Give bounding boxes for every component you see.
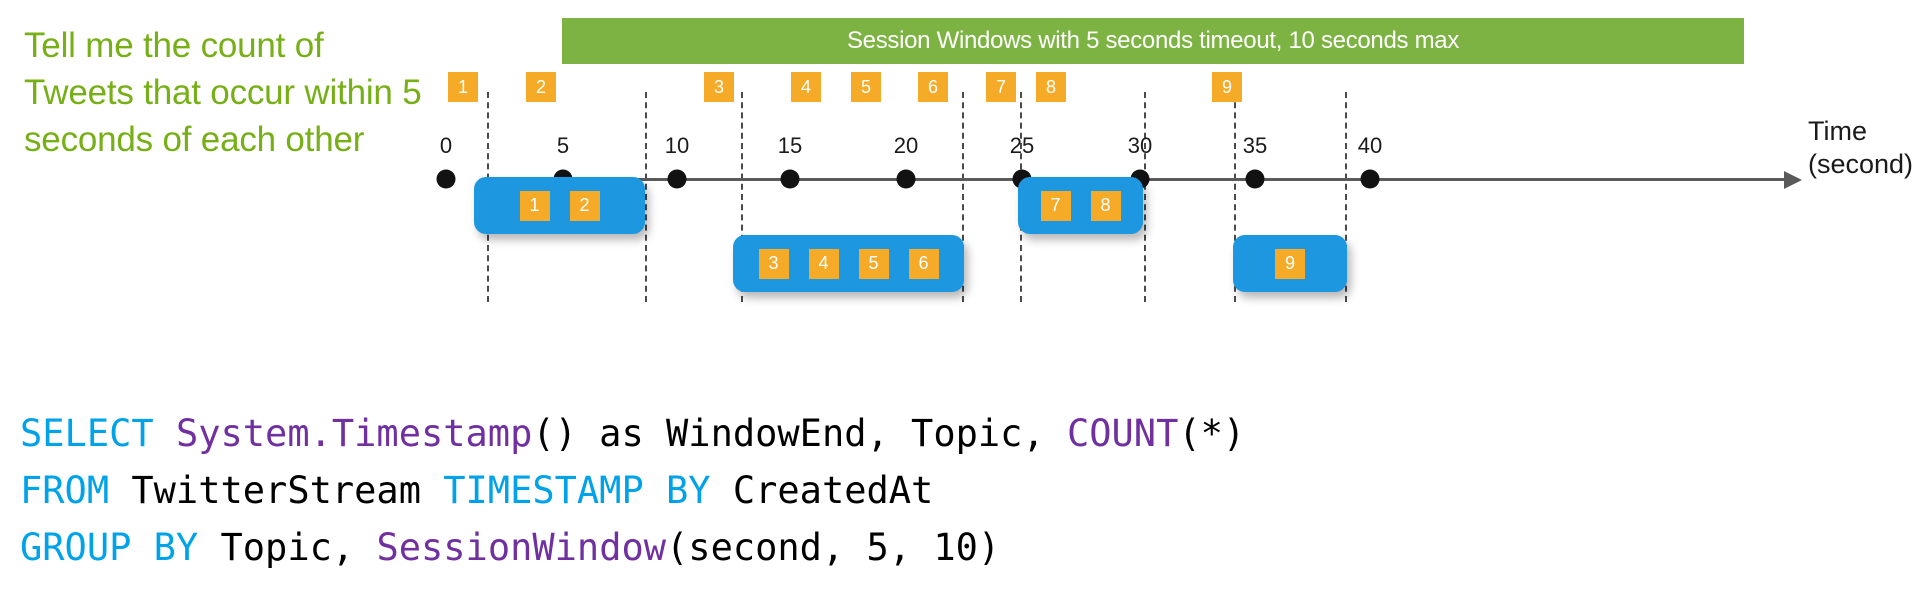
axis-event-dot	[780, 169, 800, 189]
sql-token: (second, 5, 10)	[666, 526, 1001, 569]
sql-line-3: GROUP BY Topic, SessionWindow(second, 5,…	[20, 519, 1245, 576]
sql-query-block: SELECT System.Timestamp() as WindowEnd, …	[20, 405, 1245, 576]
sql-token: TIMESTAMP BY	[443, 469, 711, 512]
sql-token: (*)	[1178, 412, 1246, 455]
time-axis-line	[546, 178, 1786, 181]
axis-tick-label: 0	[439, 133, 453, 158]
window-boundary-line	[1144, 92, 1146, 302]
event-badge-5: 5	[851, 72, 881, 102]
time-axis-label: Time (second)	[1808, 115, 1912, 181]
sql-token	[154, 412, 176, 455]
axis-event-dot	[896, 169, 916, 189]
session-event-chip-2: 2	[569, 190, 600, 221]
event-badge-2: 2	[526, 72, 556, 102]
event-badge-6: 6	[918, 72, 948, 102]
window-boundary-line	[1345, 92, 1347, 302]
axis-tick-label: 25	[1009, 133, 1035, 158]
event-badge-4: 4	[791, 72, 821, 102]
axis-event-dot	[436, 169, 456, 189]
session-event-chip-6: 6	[908, 248, 939, 279]
session-window-box-window-4: 9	[1233, 235, 1347, 292]
time-axis-arrow-icon	[1784, 171, 1802, 189]
session-event-chip-4: 4	[808, 248, 839, 279]
session-window-banner: Session Windows with 5 seconds timeout, …	[562, 18, 1744, 64]
event-badge-9: 9	[1212, 72, 1242, 102]
time-axis-label-line2: (second)	[1808, 149, 1912, 179]
question-text: Tell me the count of Tweets that occur w…	[24, 26, 422, 159]
axis-tick-label: 15	[777, 133, 803, 158]
session-event-chip-5: 5	[858, 248, 889, 279]
session-event-chip-8: 8	[1090, 190, 1121, 221]
sql-line-1: SELECT System.Timestamp() as WindowEnd, …	[20, 405, 1245, 462]
session-event-chip-7: 7	[1040, 190, 1071, 221]
axis-tick-label: 35	[1242, 133, 1268, 158]
axis-tick-label: 20	[893, 133, 919, 158]
session-event-chip-1: 1	[519, 190, 550, 221]
sql-token: Topic,	[198, 526, 377, 569]
sql-token: System.Timestamp	[175, 412, 533, 455]
axis-tick-label: 10	[664, 133, 690, 158]
window-boundary-line	[741, 92, 743, 302]
banner-label: Session Windows with 5 seconds timeout, …	[846, 27, 1460, 54]
axis-event-dot	[1245, 169, 1265, 189]
axis-event-dot	[667, 169, 687, 189]
sql-token: SessionWindow	[376, 526, 667, 569]
sql-line-2: FROM TwitterStream TIMESTAMP BY CreatedA…	[20, 462, 1245, 519]
window-boundary-line	[645, 92, 647, 302]
axis-event-dot	[1360, 169, 1380, 189]
sql-token: FROM	[20, 469, 110, 512]
session-event-chip-3: 3	[758, 248, 789, 279]
axis-tick-label: 40	[1357, 133, 1383, 158]
time-axis-label-line1: Time	[1808, 116, 1867, 146]
event-badge-8: 8	[1036, 72, 1066, 102]
sql-token: () as WindowEnd, Topic,	[532, 412, 1067, 455]
event-badge-3: 3	[704, 72, 734, 102]
event-badge-7: 7	[986, 72, 1016, 102]
sql-token: COUNT	[1066, 412, 1179, 455]
sql-token: TwitterStream	[109, 469, 444, 512]
sql-token: CreatedAt	[710, 469, 934, 512]
window-boundary-line	[962, 92, 964, 302]
window-boundary-line	[1234, 92, 1236, 302]
sql-token: GROUP BY	[20, 526, 199, 569]
axis-tick-label: 5	[556, 133, 570, 158]
session-event-chip-9: 9	[1275, 248, 1305, 279]
sql-token: SELECT	[20, 412, 154, 455]
axis-tick-label: 30	[1127, 133, 1153, 158]
event-badge-1: 1	[448, 72, 478, 102]
